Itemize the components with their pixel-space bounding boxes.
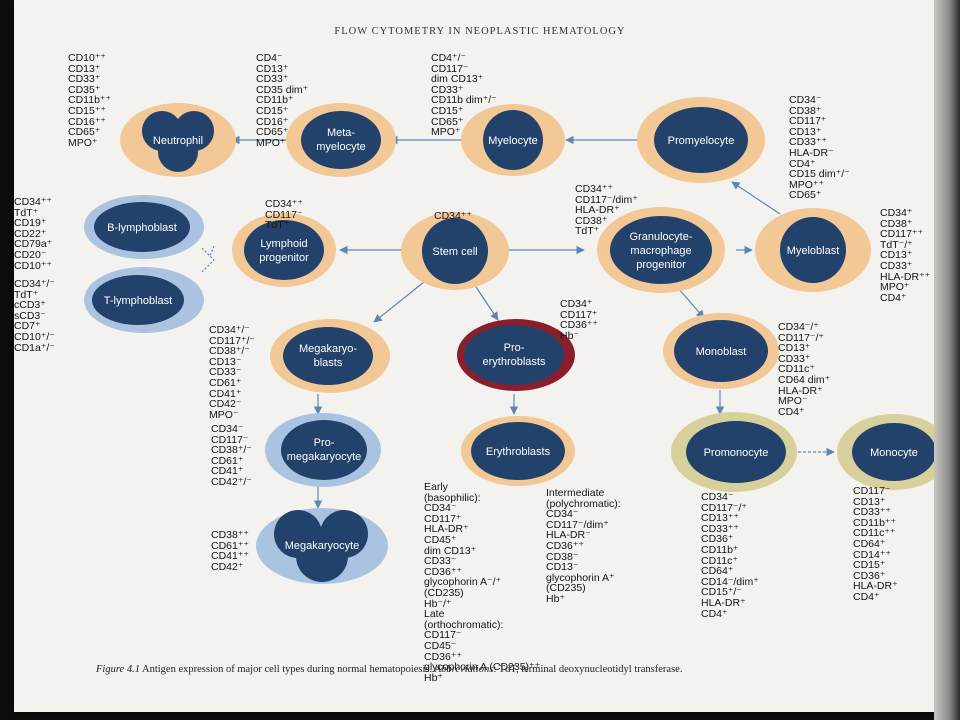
caption-figure-number: Figure 4.1 bbox=[96, 664, 140, 675]
megakaryocyte-markers: CD38⁺⁺ CD61⁺⁺ CD41⁺⁺ CD42⁺ bbox=[211, 529, 249, 573]
erythroblasts-early-late-markers: Early (basophilic): CD34⁻ CD117⁺ HLA-DR⁺… bbox=[424, 481, 541, 684]
caption-abbrev-label: Abbreviations bbox=[434, 664, 494, 675]
caption-text: Antigen expression of major cell types d… bbox=[139, 664, 435, 675]
gm-progenitor-label-3: progenitor bbox=[636, 259, 686, 271]
page-edge-shadow bbox=[934, 0, 960, 720]
metamyelocyte-label-1: Meta- bbox=[327, 127, 355, 139]
promegakaryocyte-label-2: megakaryocyte bbox=[287, 451, 362, 463]
metamyelocyte-markers: CD4⁻ CD13⁺ CD33⁺ CD35 dim⁺ CD11b⁺ CD15⁺ … bbox=[256, 52, 309, 149]
megakaryoblasts-cell: Megakaryo- blasts bbox=[270, 319, 390, 393]
metamyelocyte-label-2: myelocyte bbox=[316, 141, 366, 153]
lymphoid-progenitor-cell: Lymphoid progenitor bbox=[232, 213, 336, 287]
arrow-stem-to-proerythroblasts bbox=[475, 286, 499, 321]
myelocyte-label: Myelocyte bbox=[488, 135, 538, 147]
erythroblasts-cell: Erythroblasts bbox=[461, 416, 575, 486]
caption-abbrev-text: : TdT, terminal deoxynucleotidyl transfe… bbox=[493, 664, 683, 675]
promegakaryocyte-label-1: Pro- bbox=[314, 437, 335, 449]
lymphoid-progenitor-label-1: Lymphoid bbox=[260, 238, 307, 250]
megakaryocyte-cell: Megakaryocyte bbox=[256, 508, 388, 584]
megakaryoblasts-markers: CD34⁺/⁻ CD117⁺/⁻ CD38⁺/⁻ CD13⁻ CD33⁻ CD6… bbox=[209, 324, 255, 421]
monocyte-cell: Monocyte bbox=[837, 414, 946, 490]
myeloblast-cell: Myeloblast bbox=[755, 208, 871, 292]
proerythroblasts-label-1: Pro- bbox=[504, 342, 525, 354]
megakaryoblasts-label-2: blasts bbox=[314, 357, 343, 369]
page-header: FLOW CYTOMETRY IN NEOPLASTIC HEMATOLOGY bbox=[334, 26, 626, 37]
megakaryocyte-label: Megakaryocyte bbox=[285, 540, 360, 552]
b-lymphoblast-markers: CD34⁺⁺ TdT⁺ CD19⁺ CD22⁺ CD79a⁺ CD20⁻ CD1… bbox=[14, 196, 53, 272]
stem-cell: Stem cell bbox=[401, 212, 509, 290]
gm-progenitor-cell: Granulocyte- macrophage progenitor bbox=[597, 207, 725, 293]
proerythroblasts-markers: CD34⁺ CD117⁺ CD36⁺⁺ Hb⁻ bbox=[560, 298, 598, 342]
proerythroblasts-cell: Pro- erythroblasts bbox=[457, 319, 575, 391]
neutrophil-cell: Neutrophil bbox=[120, 103, 236, 177]
monoblast-label: Monoblast bbox=[696, 346, 747, 358]
megakaryoblasts-label-1: Megakaryo- bbox=[299, 343, 357, 355]
myelocyte-markers: CD4⁺/⁻ CD117⁻ dim CD13⁺ CD33⁺ CD11b dim⁺… bbox=[431, 52, 497, 139]
stem-cell-label: Stem cell bbox=[432, 246, 477, 258]
gm-progenitor-label-1: Granulocyte- bbox=[630, 231, 693, 243]
t-lymphoblast-markers: CD34⁺/⁻ TdT⁺ cCD3⁺ sCD3⁻ CD7⁺ CD10⁺/⁻ CD… bbox=[14, 278, 55, 354]
monocyte-markers: CD117⁻ CD13⁺ CD33⁺⁺ CD11b⁺⁺ CD11c⁺⁺ CD64… bbox=[853, 485, 898, 603]
figure-caption: Figure 4.1 Antigen expression of major c… bbox=[96, 664, 926, 675]
hematopoiesis-diagram: Neutrophil Meta- myelocyte Myelocyte Pro… bbox=[84, 97, 946, 584]
myeloblast-markers: CD34⁺ CD38⁺ CD117⁺⁺ TdT⁻/⁺ CD13⁺ CD33⁺ H… bbox=[880, 207, 931, 304]
arrow-stem-to-megakaryoblasts bbox=[373, 281, 425, 323]
book-page: FLOW CYTOMETRY IN NEOPLASTIC HEMATOLOGY bbox=[14, 0, 946, 712]
t-lymphoblast-cell: T-lymphoblast bbox=[84, 267, 204, 333]
arrow-gm-to-monoblast bbox=[677, 287, 705, 319]
promonocyte-cell: Promonocyte bbox=[671, 412, 797, 492]
promyelocyte-label: Promyelocyte bbox=[668, 135, 735, 147]
arrow-lymphoid-to-lymphoblasts bbox=[201, 247, 215, 273]
neutrophil-markers: CD10⁺⁺ CD13⁺ CD33⁺ CD35⁺ CD11b⁺⁺ CD15⁺⁺ … bbox=[68, 52, 111, 149]
b-lymphoblast-label: B-lymphoblast bbox=[107, 222, 177, 234]
promyelocyte-markers: CD34⁻ CD38⁺ CD117⁺ CD13⁺ CD33⁺⁺ HLA-DR⁻ … bbox=[789, 94, 850, 202]
arrow-myeloblast-to-promyelocyte bbox=[731, 181, 781, 215]
monocyte-label: Monocyte bbox=[870, 447, 918, 459]
monoblast-cell: Monoblast bbox=[663, 313, 779, 389]
neutrophil-label: Neutrophil bbox=[153, 135, 203, 147]
erythroblasts-intermediate-markers: Intermediate (polychromatic): CD34⁻ CD11… bbox=[546, 487, 621, 605]
stem-cell-markers: CD34⁺⁺ bbox=[434, 210, 472, 222]
metamyelocyte-cell: Meta- myelocyte bbox=[286, 103, 396, 177]
lymphoid-progenitor-markers: CD34⁺⁺ CD117⁻ TdT⁺ bbox=[265, 198, 303, 232]
t-lymphoblast-label: T-lymphoblast bbox=[104, 295, 172, 307]
erythroblasts-label: Erythroblasts bbox=[486, 446, 551, 458]
promonocyte-markers: CD34⁻ CD117⁻/⁺ CD13⁺⁺ CD33⁺⁺ CD36⁺ CD11b… bbox=[701, 491, 759, 620]
promonocyte-label: Promonocyte bbox=[704, 447, 769, 459]
gm-progenitor-markers: CD34⁺⁺ CD117⁻/dim⁺ HLA-DR⁺ CD38⁺ TdT⁺ bbox=[575, 183, 638, 238]
gm-progenitor-label-2: macrophage bbox=[630, 245, 691, 257]
myeloblast-label: Myeloblast bbox=[787, 245, 840, 257]
promegakaryocyte-cell: Pro- megakaryocyte bbox=[265, 413, 381, 487]
arrows bbox=[201, 135, 835, 509]
arrow-lymphoid-to-b bbox=[209, 245, 215, 257]
lymphoid-progenitor-label-2: progenitor bbox=[259, 252, 309, 264]
monoblast-markers: CD34⁻/⁺ CD117⁻/⁺ CD13⁺ CD33⁺ CD11c⁺ CD64… bbox=[778, 321, 831, 418]
myelocyte-cell: Myelocyte bbox=[461, 104, 565, 176]
promyelocyte-cell: Promyelocyte bbox=[637, 97, 765, 183]
promegakaryocyte-markers: CD34⁻ CD117⁻ CD38⁺/⁻ CD61⁺ CD41⁺ CD42⁺/⁻ bbox=[211, 423, 252, 488]
b-lymphoblast-cell: B-lymphoblast bbox=[84, 195, 204, 259]
proerythroblasts-label-2: erythroblasts bbox=[483, 356, 546, 368]
